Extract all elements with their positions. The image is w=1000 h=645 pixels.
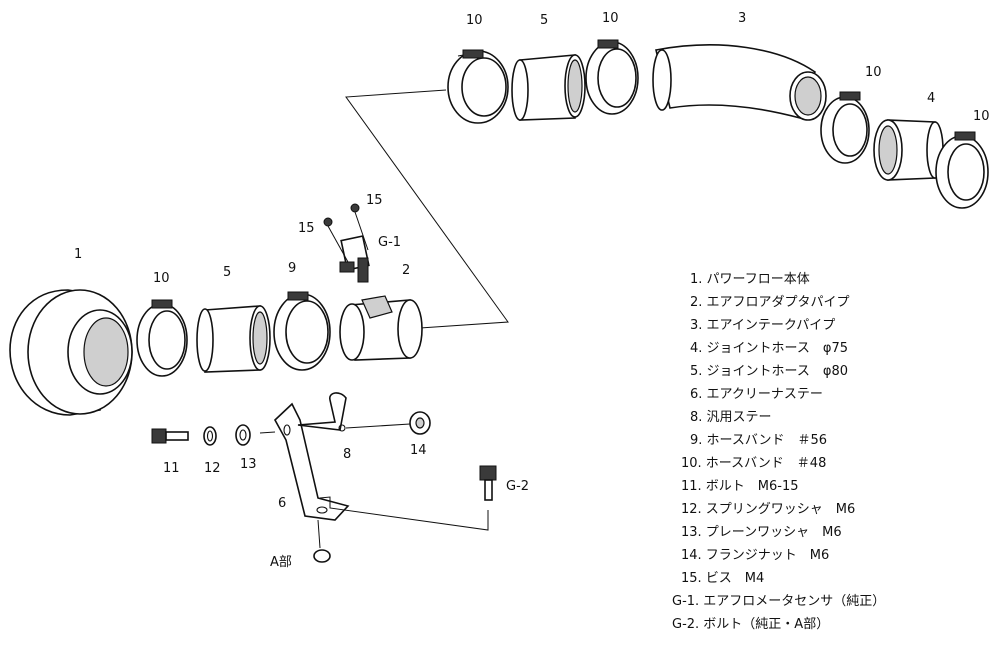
label-1: 1 [74,247,82,262]
label-12: 12 [204,461,221,476]
spring-washer-12 [203,426,217,446]
legend-item-g1: G-1. エアフロメータセンサ（純正） [672,594,885,609]
label-10-a: 10 [466,13,483,28]
legend-item-8: 8. 汎用ステー [690,410,772,425]
joint-hose-5-lower [196,305,271,373]
label-5-b: 5 [223,265,231,280]
legend-item-9: 9. ホースバンド ＃56 [690,433,827,448]
label-10-d: 10 [973,109,990,124]
label-g2: G-2 [506,479,529,494]
legend-item-15: 15. ビス M4 [681,571,764,586]
label-9: 9 [288,261,296,276]
screw-15-right [350,203,360,213]
label-6: 6 [278,496,286,511]
power-flow-body-1 [9,289,133,416]
legend-item-11: 11. ボルト M6-15 [681,479,799,494]
legend-item-6: 6. エアクリーナステー [690,387,823,402]
bolt-11 [151,428,189,444]
label-g1: G-1 [378,235,401,250]
air-cleaner-stay-6 [274,402,350,521]
label-4: 4 [927,91,935,106]
hose-band-9 [273,291,331,371]
legend-item-3: 3. エアインテークパイプ [690,318,835,333]
airflow-meter-sensor-g1 [339,235,370,283]
label-part-a: A部 [270,555,292,570]
joint-hose-5-top [511,54,586,121]
legend-item-10: 10. ホースバンド ＃48 [681,456,826,471]
legend-item-14: 14. フランジナット M6 [681,548,829,563]
general-stay-8 [297,392,347,431]
hose-band-10-left [136,299,188,377]
label-13: 13 [240,457,257,472]
joint-hose-4 [873,119,944,181]
label-10-b: 10 [602,11,619,26]
legend-item-g2: G-2. ボルト（純正・A部） [672,617,829,632]
legend-item-12: 12. スプリングワッシャ M6 [681,502,855,517]
airflow-adapter-pipe-2 [339,295,423,361]
label-10-e: 10 [153,271,170,286]
hose-band-10-top-middle [585,39,639,115]
plain-washer-13 [235,424,251,446]
leader-line-upper [345,89,509,329]
part-a-hole [313,549,331,563]
legend-item-2: 2. エアフロアダプタパイプ [690,295,850,310]
label-10-c: 10 [865,65,882,80]
label-5-a: 5 [540,13,548,28]
label-8: 8 [343,447,351,462]
bolt-g2 [479,465,497,501]
label-3: 3 [738,11,746,26]
label-11: 11 [163,461,180,476]
label-2: 2 [402,263,410,278]
hose-band-10-right-upper [820,91,870,164]
legend-item-4: 4. ジョイントホース φ75 [690,341,848,356]
parts-legend: 1. パワーフロー本体 2. エアフロアダプタパイプ 3. エアインテークパイプ… [672,272,885,632]
label-15-a: 15 [298,221,315,236]
hose-band-10-right-lower [935,131,989,209]
label-14: 14 [410,443,427,458]
flange-nut-14 [409,411,431,435]
legend-item-13: 13. プレーンワッシャ M6 [681,525,842,540]
label-15-b: 15 [366,193,383,208]
intake-pipe-3 [652,44,827,121]
leader-line-g2 [319,496,489,531]
legend-item-5: 5. ジョイントホース φ80 [690,364,848,379]
hose-band-10-top-left [447,49,509,124]
screw-15-left [323,217,333,227]
legend-item-1: 1. パワーフロー本体 [690,272,810,287]
